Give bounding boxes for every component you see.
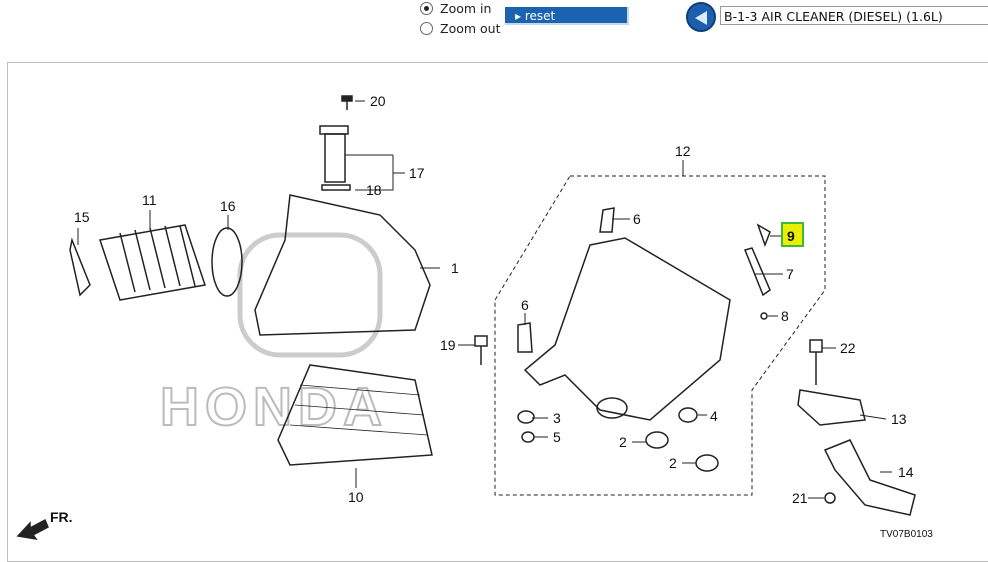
callout-1[interactable]: 1 [451, 260, 459, 276]
callout-6-upper[interactable]: 6 [633, 211, 641, 227]
callout-19[interactable]: 19 [440, 337, 456, 353]
callout-12[interactable]: 12 [675, 143, 691, 159]
part-11-hose [99, 224, 206, 301]
callout-7[interactable]: 7 [786, 266, 794, 282]
part-21-nut [824, 492, 836, 504]
part-14-stay [823, 439, 916, 516]
zoom-out-label: Zoom out [440, 21, 501, 36]
callout-10[interactable]: 10 [348, 489, 364, 505]
callout-8[interactable]: 8 [781, 308, 789, 324]
reset-label: reset [524, 9, 556, 23]
part-16-band [211, 227, 243, 297]
callout-6-lower[interactable]: 6 [521, 297, 529, 313]
callout-21[interactable]: 21 [792, 490, 808, 506]
zoom-in-option[interactable]: Zoom in [420, 1, 491, 16]
part-5-collar [521, 431, 535, 443]
part-4-grommet [678, 407, 698, 423]
part-6-clip-upper [599, 207, 615, 233]
part-22-bolt [809, 339, 823, 385]
callout-9-highlight [781, 222, 804, 247]
part-12-housing-lower [523, 237, 731, 421]
part-15-clamp [69, 237, 91, 297]
callout-2-a[interactable]: 2 [619, 434, 627, 450]
zoom-out-radio[interactable] [420, 22, 433, 35]
part-13-bracket [797, 389, 866, 426]
part-6-clip-lower [517, 322, 533, 353]
drawing-code: TV07B0103 [880, 529, 933, 540]
part-8-pin [760, 312, 768, 320]
callout-20[interactable]: 20 [370, 93, 386, 109]
part-10-filter [277, 364, 433, 466]
callout-22[interactable]: 22 [840, 340, 856, 356]
callout-11[interactable]: 11 [142, 192, 157, 208]
front-direction-arrow: FR. [16, 509, 73, 541]
callout-9[interactable]: 9 [787, 228, 795, 244]
callout-3[interactable]: 3 [553, 410, 561, 426]
zoom-in-radio[interactable] [420, 2, 433, 15]
group-outline-12 [494, 175, 826, 496]
part-2-mount-a [645, 431, 669, 449]
callout-14[interactable]: 14 [898, 464, 914, 480]
callout-17[interactable]: 17 [409, 165, 425, 181]
part-12-duct [596, 397, 628, 419]
part-2-mount-b [695, 454, 719, 472]
callout-5[interactable]: 5 [553, 429, 561, 445]
callout-13[interactable]: 13 [891, 411, 907, 427]
back-arrow-button[interactable] [686, 2, 716, 32]
part-7-seal [743, 247, 771, 297]
part-9-clip [756, 223, 771, 248]
part-1-housing-upper [254, 194, 431, 336]
part-17-sensor [319, 125, 351, 191]
part-3-grommet [517, 410, 535, 424]
fr-label: FR. [50, 509, 73, 525]
callout-15[interactable]: 15 [74, 209, 90, 225]
part-19-bolt [474, 335, 488, 365]
diagram-title-field: B-1-3 AIR CLEANER (DIESEL) (1.6L) [720, 6, 988, 25]
callout-18[interactable]: 18 [366, 182, 382, 198]
callout-16[interactable]: 16 [220, 198, 236, 214]
zoom-out-option[interactable]: Zoom out [420, 21, 500, 36]
reset-button[interactable]: ▸ reset [505, 7, 629, 25]
honda-watermark: HONDA [160, 377, 388, 437]
zoom-in-label: Zoom in [440, 1, 492, 16]
callout-4[interactable]: 4 [710, 408, 718, 424]
part-20-bolt [341, 95, 353, 110]
honda-logo-watermark [237, 232, 383, 358]
callout-2-b[interactable]: 2 [669, 455, 677, 471]
